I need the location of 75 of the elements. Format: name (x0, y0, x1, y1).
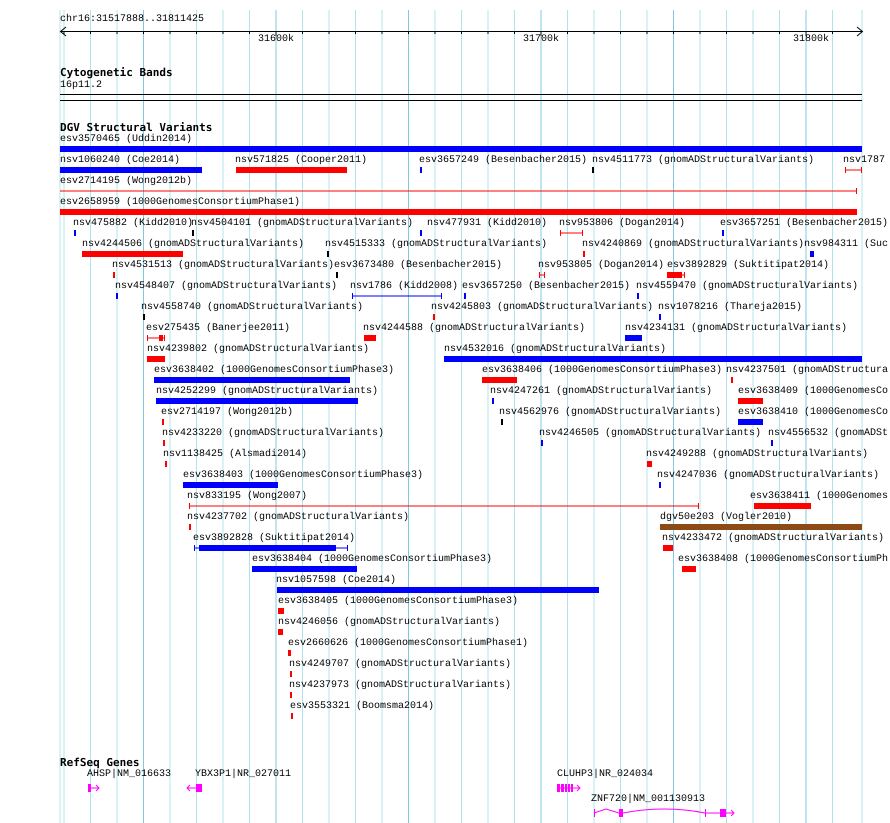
track-title: Cytogenetic Bands (60, 66, 173, 79)
variant-label: esv3638409 (1000GenomesCo (738, 386, 888, 398)
variant-label: nsv984311 (Suc (804, 239, 888, 251)
variant-label: esv3638410 (1000GenomesCo (738, 407, 888, 419)
gene-label: ZNF720|NM_001130913 (591, 794, 706, 806)
band-label: 16p11.2 (60, 80, 102, 92)
variant-label: esv3638408 (1000GenomesConsortiumPh (678, 554, 888, 566)
variant-label: nsv4237973 (gnomADStructuralVariants) (289, 680, 512, 692)
variant-label: nsv4239802 (gnomADStructuralVariants) (147, 344, 370, 356)
variant-label: esv3638404 (1000GenomesConsortiumPhase3) (252, 554, 492, 566)
variant-label: nsv4246056 (gnomADStructuralVariants) (278, 617, 500, 629)
variant-label: nsv4515333 (gnomADStructuralVariants) (325, 239, 548, 251)
variant-label: nsv4245803 (gnomADStructuralVariants) (431, 302, 654, 314)
variant-label: nsv4559470 (gnomADStructuralVariants) (636, 281, 858, 293)
variant-label: esv2714197 (Wong2012b) (161, 407, 294, 419)
variant-label: nsv4234131 (gnomADStructuralVariants) (625, 323, 848, 335)
variant-label: nsv1078216 (Thareja2015) (658, 302, 802, 314)
variant-label: nsv953806 (Dogan2014) (559, 218, 686, 230)
variant-label: esv3638402 (1000GenomesConsortiumPhase3) (154, 365, 394, 377)
variant-label: esv3638406 (1000GenomesConsortiumPhase3) (482, 365, 722, 377)
variant-label: nsv833195 (Wong2007) (187, 491, 308, 503)
variant-label: nsv4504101 (gnomADStructuralVariants) (191, 218, 414, 230)
coordinate-label: chr16:31517888..31811425 (60, 14, 204, 26)
variant-label: nsv1057598 (Coe2014) (276, 575, 396, 587)
variant-label: nsv4244506 (gnomADStructuralVariants) (82, 239, 304, 251)
variant-label: esv3892829 (Suktitipat2014) (667, 260, 830, 272)
variant-label: esv3892828 (Suktitipat2014) (193, 533, 356, 545)
variant-label: nsv4237501 (gnomADStructura (726, 365, 888, 377)
gene-label: CLUHP3|NR_024034 (557, 769, 654, 781)
variant-label: esv2714195 (Wong2012b) (60, 176, 192, 188)
variant-label: nsv4511773 (gnomADStructuralVariants) (592, 155, 814, 167)
variant-label: esv3553321 (Boomsma2014) (290, 701, 434, 713)
variant-label: nsv953805 (Dogan2014) (538, 260, 664, 272)
variant-label: nsv4240869 (gnomADStructuralVariants) (582, 239, 804, 251)
variant-label: nsv4233220 (gnomADStructuralVariants) (162, 428, 384, 440)
variant-label: nsv4556532 (gnomADSt (768, 428, 888, 440)
variant-label: esv2658959 (1000GenomesConsortiumPhase1) (60, 197, 300, 209)
variant-label: nsv1138425 (Alsmadi2014) (163, 449, 308, 461)
variant-label: nsv1786 (Kidd2008) (350, 281, 458, 293)
variant-label: esv3570465 (Uddin2014) (60, 134, 192, 146)
axis-tick-label: 31700k (522, 34, 559, 46)
variant-label: nsv4249288 (gnomADStructuralVariants) (646, 449, 868, 461)
variant-label: nsv571825 (Cooper2011) (235, 155, 368, 167)
variant-label: nsv477931 (Kidd2010) (427, 218, 548, 230)
track-title: DGV Structural Variants (60, 121, 212, 134)
axis-tick-label: 31600k (258, 34, 294, 46)
variant-label: nsv4548407 (gnomADStructuralVariants) (115, 281, 338, 293)
variant-label: nsv4562976 (gnomADStructuralVariants) (499, 407, 722, 419)
variant-label: nsv4233472 (gnomADStructuralVariants) (662, 533, 884, 545)
variant-label: esv2660626 (1000GenomesConsortiumPhase1) (288, 638, 528, 650)
variant-label: nsv4252299 (gnomADStructuralVariants) (156, 386, 378, 398)
axis-tick-label: 31800k (792, 34, 829, 46)
gene-label: YBX3P1|NR_027011 (195, 769, 292, 781)
variant-label: nsv4247036 (gnomADStructuralVariants) (657, 470, 880, 482)
variant-label: esv3657249 (Besenbacher2015) (419, 155, 588, 167)
variant-label: esv3673480 (Besenbacher2015) (334, 260, 502, 272)
variant-label: esv275435 (Banerjee2011) (146, 323, 290, 335)
variant-label: esv3657250 (Besenbacher2015) (462, 281, 630, 293)
variant-label: nsv4532016 (gnomADStructuralVariants) (444, 344, 666, 356)
variant-label: esv3638411 (1000Genomes (750, 491, 888, 503)
variant-label: nsv4249707 (gnomADStructuralVariants) (289, 659, 512, 671)
variant-label: esv3657251 (Besenbacher2015) (720, 218, 888, 230)
variant-label: nsv4246505 (gnomADStructuralVariants) (539, 428, 762, 440)
variant-label: nsv4531513 (gnomADStructuralVariants) (112, 260, 334, 272)
variant-label: nsv4244588 (gnomADStructuralVariants) (363, 323, 586, 335)
variant-label: dgv50e203 (Vogler2010) (660, 512, 792, 524)
variant-label: nsv4247261 (gnomADStructuralVariants) (490, 386, 712, 398)
variant-label: esv3638405 (1000GenomesConsortiumPhase3) (278, 596, 518, 608)
variant-label: nsv4237702 (gnomADStructuralVariants) (187, 512, 410, 524)
track-title: RefSeq Genes (60, 756, 140, 769)
variant-label: esv3638403 (1000GenomesConsortiumPhase3) (183, 470, 424, 482)
variant-label: nsv4558740 (gnomADStructuralVariants) (141, 302, 364, 314)
variant-label: nsv1060240 (Coe2014) (60, 155, 180, 167)
variant-label: nsv1787 (843, 155, 886, 167)
gene-label: AHSP|NM_016633 (87, 769, 172, 781)
